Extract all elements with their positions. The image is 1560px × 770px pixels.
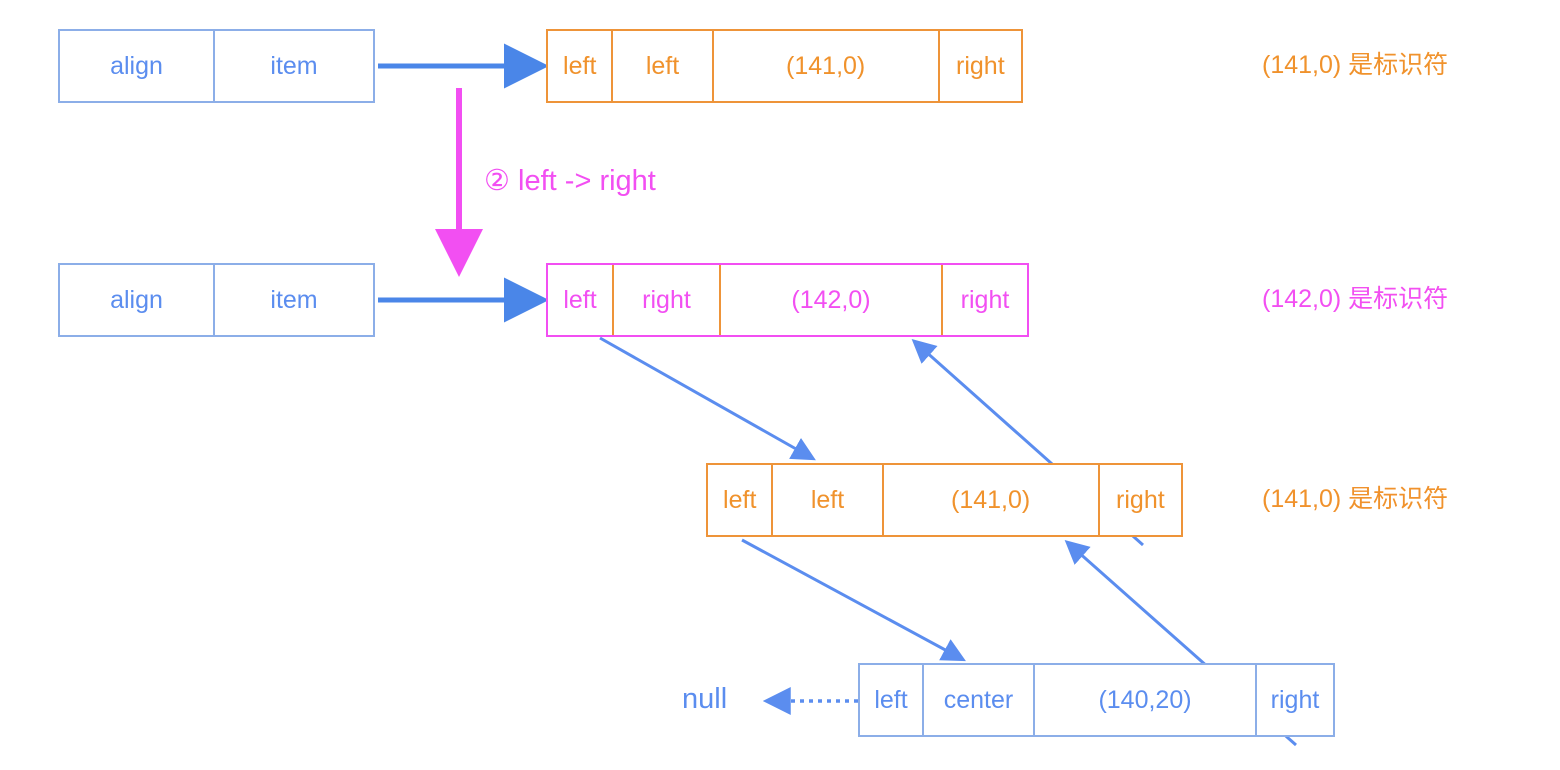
cell-left-ptr[interactable]: left xyxy=(860,665,924,735)
annotation-step2: ② left -> right xyxy=(484,165,656,197)
arrow-142-left-to-141 xyxy=(599,336,816,461)
node-literal-140-20[interactable]: left center (140,20) right xyxy=(858,663,1335,737)
cell-align-value[interactable]: left xyxy=(613,31,714,101)
cell-right-ptr[interactable]: right xyxy=(1270,685,1320,714)
cell-left-ptr[interactable]: left xyxy=(548,31,614,101)
arrow-141-left-to-140 xyxy=(741,538,966,662)
cell-align[interactable]: align xyxy=(60,265,216,335)
cell-identifier-value[interactable]: (141,0) xyxy=(714,31,940,101)
node-identifier-141-mid[interactable]: left left (141,0) right xyxy=(706,463,1183,537)
node-align-item-bottom[interactable]: align item xyxy=(58,263,375,337)
caption-row3: (141,0) 是标识符 xyxy=(1262,485,1449,513)
cell-left-ptr[interactable]: left xyxy=(708,465,774,535)
cell-align[interactable]: align xyxy=(60,31,216,101)
node-identifier-142[interactable]: left right (142,0) right xyxy=(546,263,1029,337)
cell-right-ptr[interactable]: right xyxy=(960,285,1010,314)
cell-literal-value[interactable]: (140,20) xyxy=(1035,665,1257,735)
node-identifier-141-top[interactable]: left left (141,0) right xyxy=(546,29,1023,103)
cell-right-ptr[interactable]: right xyxy=(956,51,1005,80)
cell-align-value[interactable]: left xyxy=(773,465,884,535)
cell-item[interactable]: item xyxy=(270,51,318,80)
node-align-item-top[interactable]: align item xyxy=(58,29,375,103)
caption-row2: (142,0) 是标识符 xyxy=(1262,285,1449,313)
cell-identifier-value[interactable]: (141,0) xyxy=(884,465,1100,535)
cell-identifier-value[interactable]: (142,0) xyxy=(721,265,943,335)
caption-row1: (141,0) 是标识符 xyxy=(1262,51,1449,79)
cell-item[interactable]: item xyxy=(270,285,318,314)
null-label: null xyxy=(682,683,728,715)
cell-align-value[interactable]: center xyxy=(924,665,1035,735)
cell-right-ptr[interactable]: right xyxy=(1116,485,1165,514)
cell-align-value[interactable]: right xyxy=(614,265,721,335)
cell-left-ptr[interactable]: left xyxy=(548,265,614,335)
